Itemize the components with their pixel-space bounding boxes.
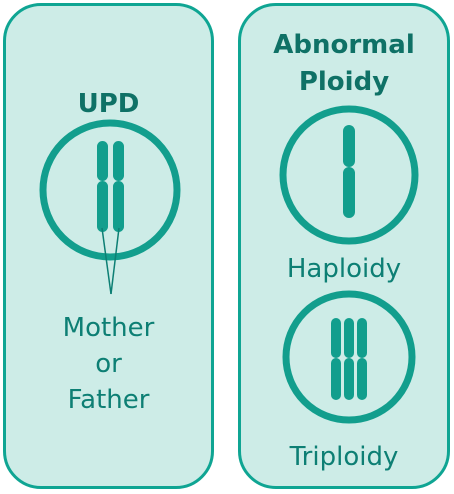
haploidy-cell (283, 109, 415, 241)
upd-cell-outline (43, 123, 177, 257)
upd-cell (43, 123, 177, 294)
upd-chromosome-right-lower (113, 181, 124, 232)
upd-chromosome-pair (97, 141, 124, 232)
haploidy-chromosome (343, 125, 355, 218)
triploidy-cell (286, 294, 412, 420)
upd-chromosome-left-upper (97, 141, 108, 181)
upd-chromosome-right-upper (113, 141, 124, 181)
triploidy-chromosomes (331, 318, 367, 400)
upd-chromosome-left-lower (97, 181, 108, 232)
upd-origin-lines (102, 228, 119, 294)
